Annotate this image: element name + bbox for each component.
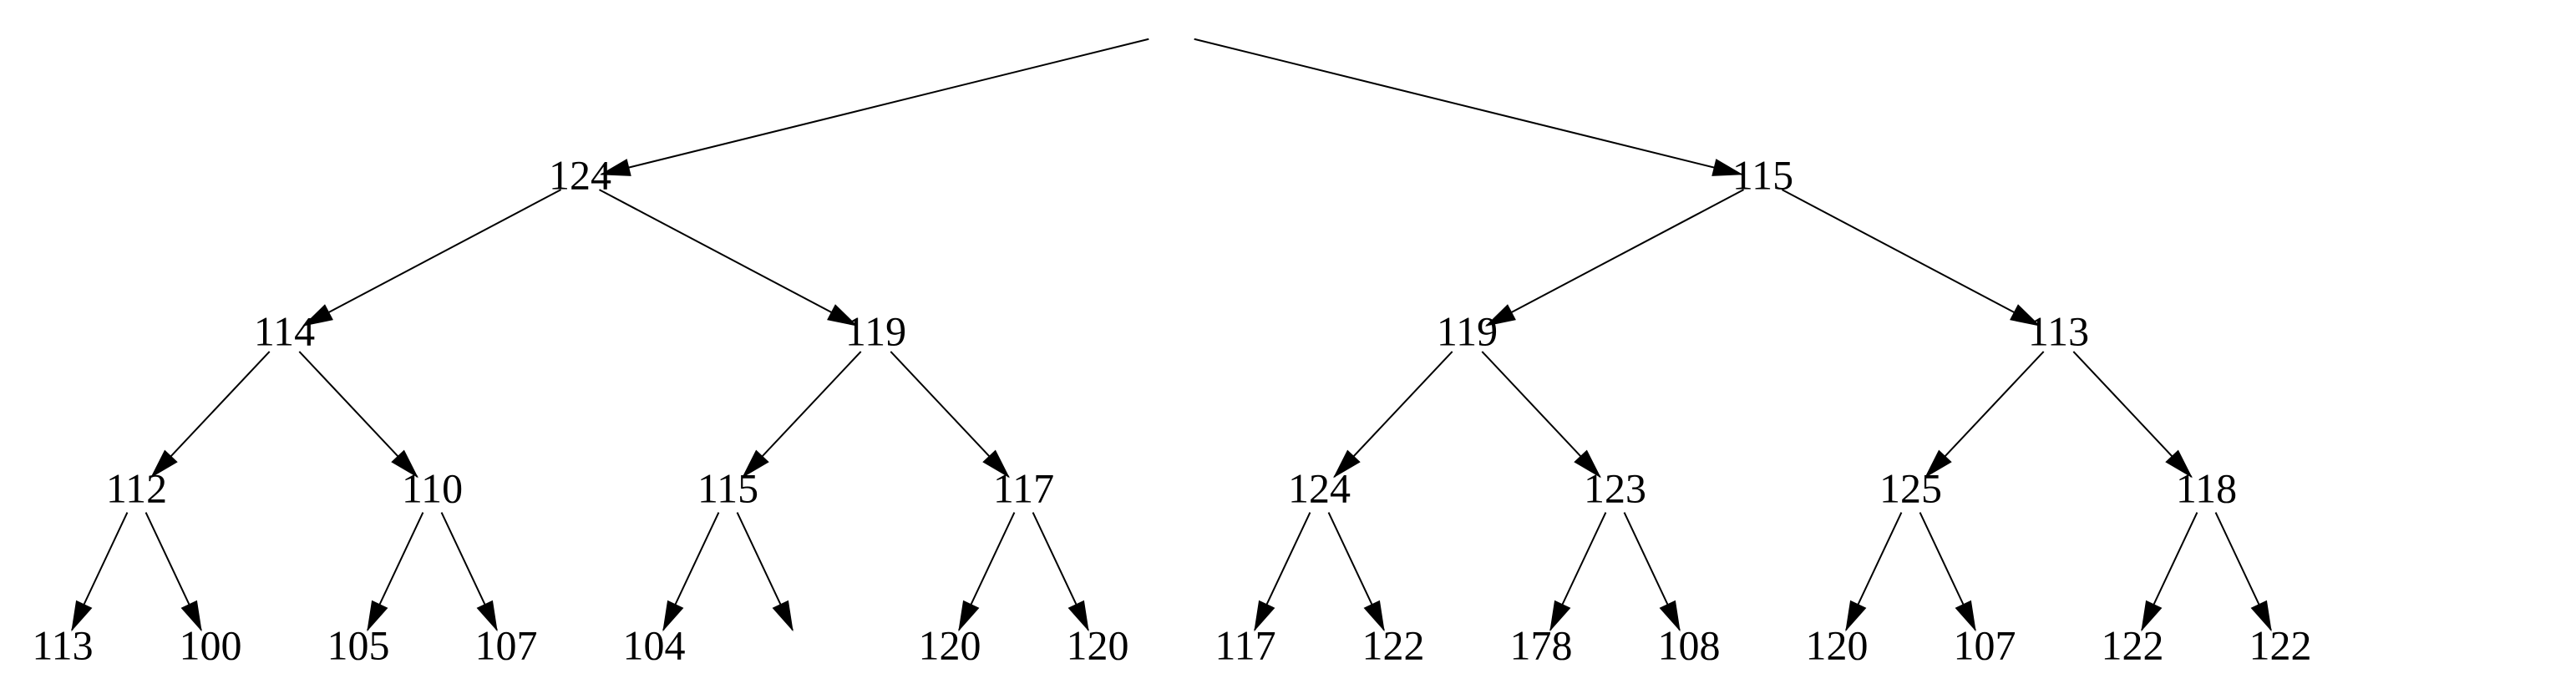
edge	[150, 351, 271, 479]
tree-leaf-label: 122	[2249, 621, 2312, 668]
tree-node-label: 125	[1879, 464, 1942, 511]
arrowhead-icon	[599, 159, 631, 176]
tree-leaf-label: 120	[1806, 621, 1869, 668]
edge-line	[1194, 38, 1742, 175]
tree-node-label: 119	[1437, 307, 1498, 354]
arrowhead-icon	[476, 600, 498, 632]
edge	[736, 512, 794, 632]
edge	[2072, 351, 2193, 479]
edge	[2141, 512, 2198, 632]
arrowhead-icon	[1254, 600, 1275, 632]
arrowhead-icon	[180, 600, 202, 632]
edge	[662, 512, 720, 632]
edge	[1484, 189, 1744, 327]
edge	[302, 189, 561, 327]
arrowhead-icon	[1363, 600, 1385, 632]
edge	[1924, 351, 2045, 479]
edge	[145, 512, 202, 632]
tree-leaf-label: 120	[919, 621, 981, 668]
tree-node-label: 114	[254, 307, 315, 354]
edge	[1481, 351, 1601, 479]
arrowhead-icon	[367, 600, 388, 632]
arrowhead-icon	[827, 304, 859, 327]
edge	[1919, 512, 1976, 632]
edge-line	[1782, 189, 2040, 327]
edge	[1333, 351, 1453, 479]
edge-line	[303, 189, 561, 327]
arrowhead-icon	[1659, 600, 1681, 632]
arrowhead-icon	[1845, 600, 1867, 632]
arrowhead-icon	[1333, 449, 1361, 479]
edge	[599, 38, 1149, 176]
tree-leaf-label: 122	[1362, 621, 1425, 668]
tree-node-label: 113	[2028, 307, 2089, 354]
arrowhead-icon	[958, 600, 980, 632]
arrowhead-icon	[1955, 600, 1976, 632]
edge	[1782, 189, 2041, 327]
tree-leaf-label: 107	[475, 621, 538, 668]
arrowhead-icon	[1574, 449, 1601, 479]
arrowhead-icon	[772, 600, 794, 632]
edge-line	[1486, 189, 1744, 327]
edge	[367, 512, 424, 632]
tree-leaf-label: 105	[327, 621, 390, 668]
tree-leaf-label: 113	[32, 621, 93, 668]
tree-node-label: 117	[993, 464, 1054, 511]
tree-node-label: 119	[845, 307, 906, 354]
edge-line	[601, 38, 1149, 175]
edge	[1623, 512, 1681, 632]
arrowhead-icon	[2141, 600, 2163, 632]
edge	[599, 189, 859, 327]
tree-leaf-label: 108	[1658, 621, 1721, 668]
arrowhead-icon	[662, 600, 684, 632]
edge	[890, 351, 1010, 479]
edge	[440, 512, 498, 632]
arrowhead-icon	[1067, 600, 1089, 632]
tree-leaf-label: 122	[2102, 621, 2164, 668]
edge	[958, 512, 1016, 632]
tree-leaf-label: 100	[180, 621, 242, 668]
arrowhead-icon	[71, 600, 93, 632]
tree-node-label: 124	[1288, 464, 1351, 511]
edge-line	[599, 189, 857, 327]
edge	[1549, 512, 1607, 632]
edge	[298, 351, 418, 479]
arrowhead-icon	[742, 449, 769, 479]
tree-node-label: 115	[1732, 151, 1793, 198]
edge	[1032, 512, 1089, 632]
edge	[71, 512, 129, 632]
tree-node-label: 124	[549, 151, 611, 198]
arrowhead-icon	[2165, 449, 2193, 479]
tree-node-label: 118	[2176, 464, 2237, 511]
edge	[1327, 512, 1385, 632]
tree-node-label: 112	[106, 464, 167, 511]
edge	[1254, 512, 1311, 632]
tree-leaf-label: 107	[1954, 621, 2016, 668]
arrowhead-icon	[982, 449, 1010, 479]
tree-leaf-label: 178	[1510, 621, 1573, 668]
arrowhead-icon	[1549, 600, 1571, 632]
edge	[2214, 512, 2272, 632]
tree-leaf-label: 120	[1067, 621, 1129, 668]
arrowhead-icon	[1711, 159, 1744, 176]
edge	[1194, 38, 1744, 176]
tree-leaf-label: 104	[623, 621, 686, 668]
tree-node-label: 115	[697, 464, 758, 511]
tree-node-label: 110	[402, 464, 463, 511]
edge	[742, 351, 862, 479]
arrowhead-icon	[1484, 304, 1516, 327]
arrowhead-icon	[2250, 600, 2272, 632]
arrowhead-icon	[2010, 304, 2041, 327]
arrowhead-icon	[391, 449, 418, 479]
tree-node-label: 123	[1584, 464, 1646, 511]
edge	[1845, 512, 1903, 632]
tree-leaf-label: 117	[1214, 621, 1275, 668]
arrowhead-icon	[302, 304, 333, 327]
arrowhead-icon	[150, 449, 178, 479]
arrowhead-icon	[1924, 449, 1952, 479]
